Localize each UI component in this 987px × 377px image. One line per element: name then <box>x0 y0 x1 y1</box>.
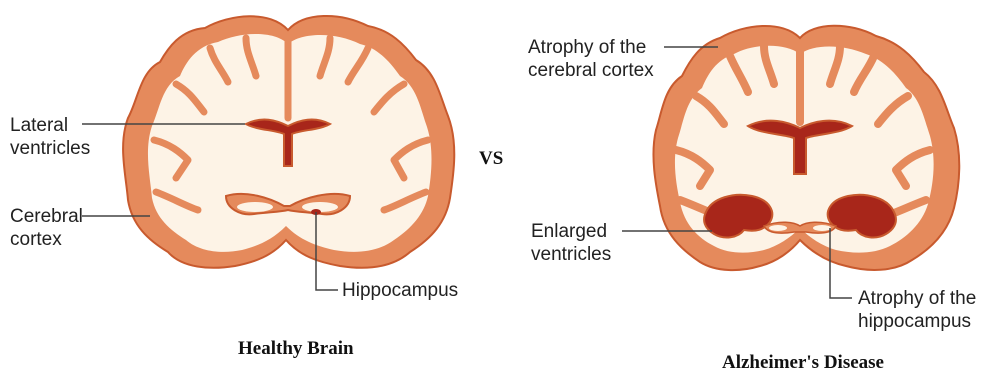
label-atrophy-hippocampus: Atrophy of the hippocampus <box>858 287 976 333</box>
caption-healthy-brain: Healthy Brain <box>238 338 354 360</box>
healthy-brain <box>123 16 454 268</box>
label-enlarged-ventricles-line1: Enlarged <box>531 220 611 243</box>
versus-label: VS <box>479 148 503 170</box>
label-enlarged-ventricles: Enlarged ventricles <box>531 220 611 266</box>
alzheimers-hippocampus-left <box>769 225 787 231</box>
alzheimers-hippocampus-right <box>813 225 831 231</box>
label-cerebral-cortex-line2: cortex <box>10 228 83 251</box>
label-atrophy-cortex-line2: cerebral cortex <box>528 59 654 82</box>
label-atrophy-cortex-line1: Atrophy of the <box>528 36 654 59</box>
label-atrophy-hippocampus-line2: hippocampus <box>858 310 976 333</box>
label-cerebral-cortex-line1: Cerebral <box>10 205 83 228</box>
caption-alzheimers-disease: Alzheimer's Disease <box>722 352 884 374</box>
label-lateral-ventricles-line2: ventricles <box>10 137 90 160</box>
healthy-hippocampus-left <box>237 202 273 212</box>
label-hippocampus: Hippocampus <box>342 279 458 302</box>
alzheimers-brain <box>653 26 959 270</box>
label-enlarged-ventricles-line2: ventricles <box>531 243 611 266</box>
label-atrophy-cortex: Atrophy of the cerebral cortex <box>528 36 654 82</box>
label-cerebral-cortex: Cerebral cortex <box>10 205 83 251</box>
label-lateral-ventricles: Lateral ventricles <box>10 114 90 160</box>
label-atrophy-hippocampus-line1: Atrophy of the <box>858 287 976 310</box>
label-lateral-ventricles-line1: Lateral <box>10 114 90 137</box>
